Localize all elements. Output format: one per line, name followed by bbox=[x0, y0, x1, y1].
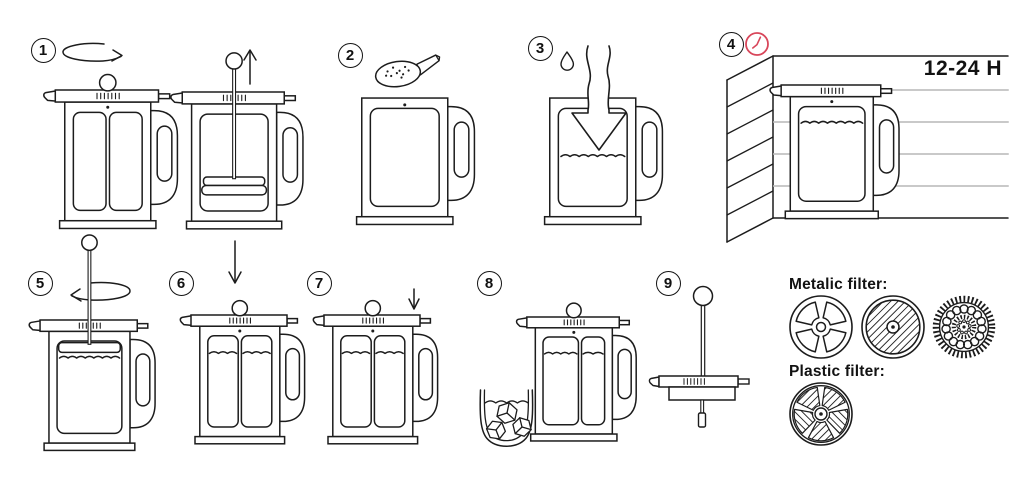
step-9-number-badge: 9 bbox=[655, 270, 681, 296]
step-2-press-open bbox=[355, 97, 476, 226]
step-4-number-badge: 4 bbox=[718, 31, 744, 57]
step-9-plunger-assembly bbox=[648, 285, 750, 428]
step-1-press-closed bbox=[43, 73, 179, 230]
step-2-number-badge: 2 bbox=[337, 42, 363, 68]
step-5-press-screw-lid bbox=[28, 234, 156, 452]
step-8-press-serve bbox=[515, 302, 637, 442]
step-8-ice-glass bbox=[479, 389, 534, 447]
step-2-coffee-scoop bbox=[374, 54, 441, 88]
step-3-pour-arrow bbox=[571, 45, 627, 151]
step-number: 9 bbox=[663, 274, 673, 292]
step-3-number-badge: 3 bbox=[527, 35, 553, 61]
metallic-filter-label: Metalic filter: bbox=[789, 276, 888, 293]
step-6-number-badge: 6 bbox=[168, 270, 194, 296]
step-number: 1 bbox=[38, 41, 48, 59]
metallic-filter-spoked bbox=[789, 295, 853, 359]
step-number: 5 bbox=[35, 274, 45, 292]
metallic-filter-perforated bbox=[932, 295, 996, 359]
step-number: 2 bbox=[345, 46, 355, 64]
clock-icon bbox=[745, 32, 769, 56]
step-5-number-badge: 5 bbox=[27, 270, 53, 296]
step-8-number-badge: 8 bbox=[476, 270, 502, 296]
step-7-press-close-lever bbox=[312, 299, 439, 445]
step-7-number-badge: 7 bbox=[306, 270, 332, 296]
step-number: 3 bbox=[535, 39, 545, 57]
step-1-number-badge: 1 bbox=[30, 37, 56, 63]
step-3-water-drop-icon bbox=[560, 51, 575, 71]
step-6-press-plunge bbox=[179, 299, 306, 445]
step-4-press-in-fridge bbox=[769, 84, 900, 220]
metallic-filter-mesh bbox=[861, 295, 925, 359]
fridge-duration-label: 12-24 H bbox=[923, 57, 1002, 80]
step-1-rotate-arrow bbox=[62, 42, 123, 62]
step-1-pull-up-arrow bbox=[243, 49, 257, 85]
plastic-filter-disc bbox=[789, 382, 853, 446]
step-5-rotate-arrow bbox=[70, 281, 131, 302]
step-number: 8 bbox=[484, 274, 494, 292]
step-1-press-plunger-up bbox=[170, 52, 304, 230]
step-number: 6 bbox=[176, 274, 186, 292]
step-number: 7 bbox=[314, 274, 324, 292]
step-number: 4 bbox=[726, 35, 736, 53]
step-7-lever-down-arrow bbox=[408, 288, 420, 310]
step-6-push-down-arrow bbox=[228, 240, 242, 284]
plastic-filter-label: Plastic filter: bbox=[789, 363, 886, 380]
